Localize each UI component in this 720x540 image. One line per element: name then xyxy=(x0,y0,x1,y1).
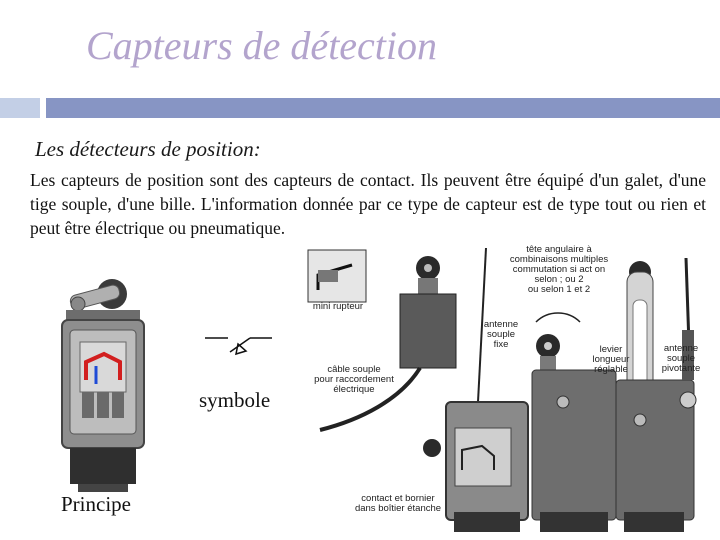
caption-antenna-fixed: antenne souple fixe xyxy=(483,319,519,350)
principle-label: Principe xyxy=(61,492,131,516)
page-title: Capteurs de détection xyxy=(86,23,438,68)
caption-contact: contact et bornier dans boîtier étanche xyxy=(354,493,442,514)
caption-antenna-pivot: antenne souple pivotante xyxy=(661,343,701,374)
switch-symbol xyxy=(205,337,272,356)
decorative-band-light xyxy=(0,98,40,118)
caption-lever: levier longueur réglable xyxy=(592,344,630,375)
caption-head: tête angulaire à combinaisons multiples … xyxy=(509,244,609,295)
sensor-body xyxy=(61,319,145,449)
body-paragraph: Les capteurs de position sont des capteu… xyxy=(30,170,706,238)
section-subtitle: Les détecteurs de position: xyxy=(35,137,261,161)
roller-wheel xyxy=(97,279,127,309)
decorative-band-dark xyxy=(46,98,720,118)
symbol-label: symbole xyxy=(199,388,271,412)
caption-microswitch: mini rupteur xyxy=(312,301,364,312)
caption-cable: câble souple pour raccordement électriqu… xyxy=(314,364,394,395)
